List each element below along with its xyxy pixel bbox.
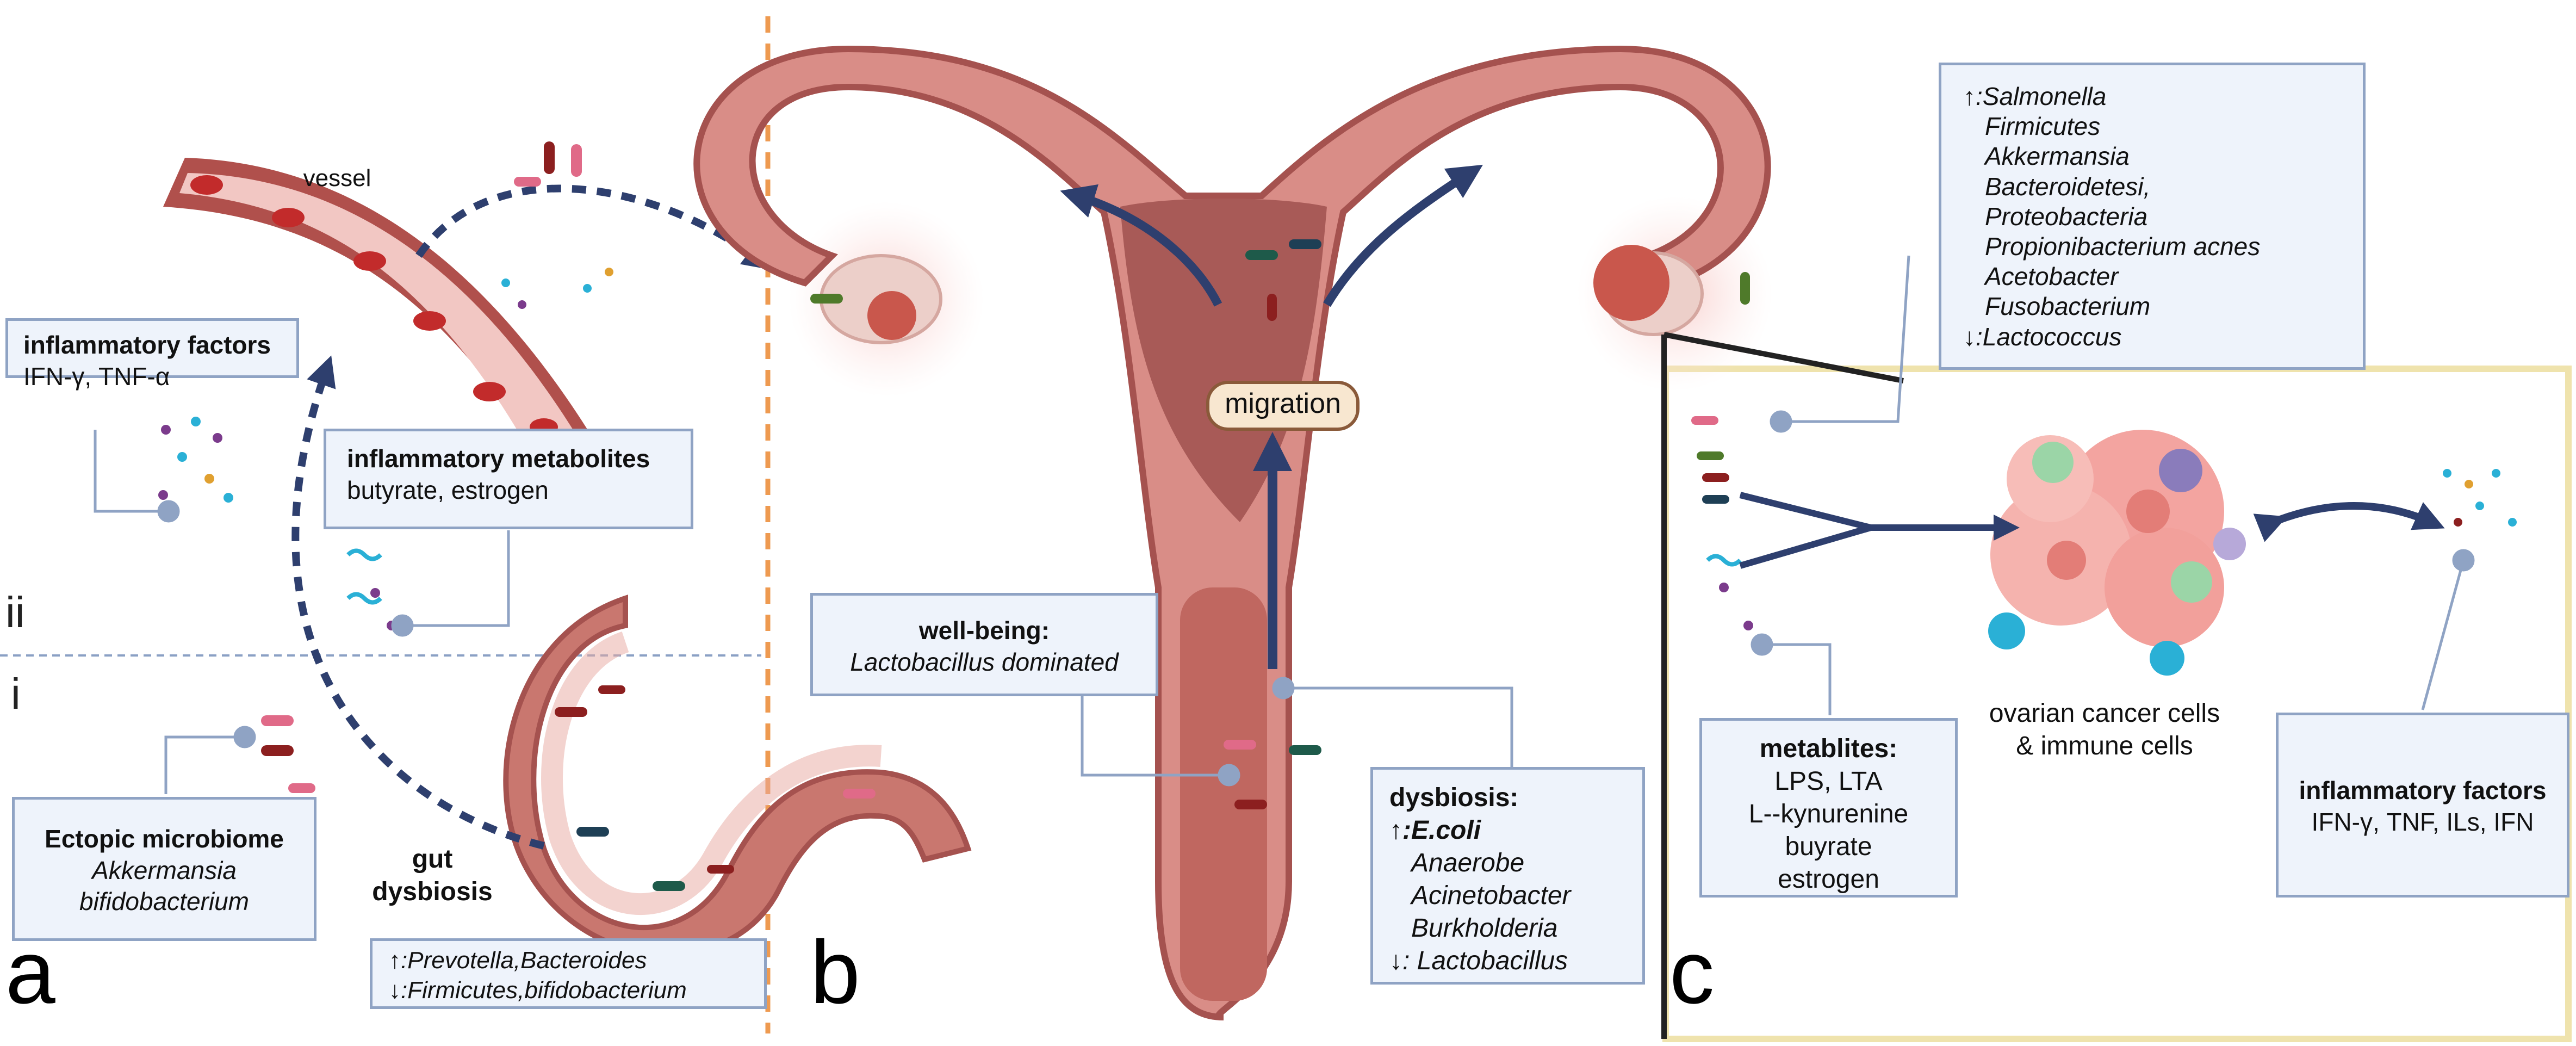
cancer-label-line1: ovarian cancer cells <box>1989 699 2220 728</box>
metablites-buyrate: buyrate <box>1785 832 1872 861</box>
gut-taxa-up: ↑:Prevotella,Bacteroides <box>389 947 647 974</box>
bacteria-a <box>261 141 582 793</box>
bacteria-c <box>1691 416 2517 630</box>
dashed-arrow-to-ovary <box>415 184 774 270</box>
ovary-taxa-up: ↑:Salmonella <box>1963 82 2107 110</box>
metablites-kynurenine: L--kynurenine <box>1748 800 1909 828</box>
inflammatory-metabolites-line: butyrate, estrogen <box>347 475 549 504</box>
zoom-line-2 <box>1663 332 1904 383</box>
ovary-taxa-down: ↓:Lactococcus <box>1963 322 2122 351</box>
ovary-taxa-akkermansia: Akkermansia <box>1985 142 2130 171</box>
ovary-taxa-proteobacteria: Proteobacteria <box>1985 202 2148 231</box>
vessel-label: vessel <box>303 165 371 191</box>
dashed-arrow-up <box>291 355 545 850</box>
ovary-taxa-acetobacter: Acetobacter <box>1985 262 2119 291</box>
dysbiosis-acinetobacter: Acinetobacter <box>1411 881 1571 910</box>
arrow-right-tube <box>1323 164 1483 307</box>
gut-taxa-box: ↑:Prevotella,Bacteroides ↓:Firmicutes,bi… <box>370 938 767 1009</box>
vessel <box>163 158 593 462</box>
arrow-left-tube <box>1060 184 1222 307</box>
dysbiosis-down: ↓: Lactobacillus <box>1389 946 1568 975</box>
dysbiosis-title: dysbiosis: <box>1389 783 1519 812</box>
uterus <box>693 45 1773 1020</box>
ectopic-title: Ectopic microbiome <box>45 825 284 853</box>
inflammatory-factors-box-c: inflammatory factors IFN-γ, TNF, ILs, IF… <box>2276 713 2569 898</box>
gut-label: gut dysbiosis <box>370 843 495 908</box>
gut-label-line1: gut <box>412 845 453 874</box>
connectors <box>94 255 2475 794</box>
level-label-ii: ii <box>5 588 25 636</box>
dysbiosis-up: ↑:E.coli <box>1389 816 1481 845</box>
gut-intestine <box>503 595 972 957</box>
migration-label: migration <box>1206 381 1360 431</box>
panel-label-a: a <box>5 922 55 1022</box>
ectopic-microbiome-box: Ectopic microbiome Akkermansia bifidobac… <box>12 797 316 941</box>
dysbiosis-box: dysbiosis: ↑:E.coli Anaerobe Acinetobact… <box>1370 767 1645 985</box>
metablites-estrogen: estrogen <box>1778 865 1879 894</box>
ovary-taxa-firmicutes: Firmicutes <box>1985 112 2101 141</box>
metablites-box: metablites: LPS, LTA L--kynurenine buyra… <box>1699 718 1958 898</box>
metablites-lps: LPS, LTA <box>1774 767 1883 796</box>
ectopic-line-1: Akkermansia <box>92 856 237 884</box>
inflammatory-metabolites-box: inflammatory metabolites butyrate, estro… <box>324 429 693 529</box>
tumor-cluster <box>1988 430 2246 676</box>
converge-arrow <box>1739 492 2007 569</box>
inflammatory-factors-box-a: inflammatory factors IFN-γ, TNF-α <box>5 318 299 391</box>
dysbiosis-burkholderia: Burkholderia <box>1411 914 1558 943</box>
gut-taxa-down: ↓:Firmicutes,bifidobacterium <box>389 977 687 1004</box>
ovary-taxa-propionibacterium: Propionibacterium acnes <box>1985 232 2261 261</box>
cancer-cells-label: ovarian cancer cells & immune cells <box>1979 697 2230 763</box>
panel-label-b: b <box>810 922 860 1022</box>
inflammatory-metabolites-title: inflammatory metabolites <box>347 444 650 473</box>
double-arrow <box>2253 502 2445 542</box>
well-being-box: well-being: Lactobacillus dominated <box>810 593 1158 696</box>
inflammatory-factors-title: inflammatory factors <box>23 331 271 359</box>
ectopic-line-2: bifidobacterium <box>79 887 249 915</box>
uterus-bacteria <box>810 239 1750 809</box>
inflammatory-factors-line: IFN-γ, TNF-α <box>23 362 170 391</box>
well-being-title: well-being: <box>918 616 1050 645</box>
inflammatory-factors-c-line: IFN-γ, TNF, ILs, IFN <box>2311 807 2534 836</box>
ovary-taxa-box: ↑:Salmonella Firmicutes Akkermansia Bact… <box>1939 63 2366 370</box>
metablites-title: metablites: <box>1759 734 1898 763</box>
gut-label-line2: dysbiosis <box>372 877 493 906</box>
metabolite-dots <box>158 268 613 630</box>
panel-label-c: c <box>1669 922 1715 1022</box>
ovary-taxa-fusobacterium: Fusobacterium <box>1985 292 2151 321</box>
well-being-line: Lactobacillus dominated <box>850 647 1119 676</box>
inflammatory-factors-c-title: inflammatory factors <box>2299 776 2547 804</box>
level-label-i: i <box>11 670 21 718</box>
ovary-taxa-bacteroidetesi: Bacteroidetesi, <box>1985 172 2151 201</box>
cancer-label-line2: & immune cells <box>2016 732 2193 760</box>
dysbiosis-anaerobe: Anaerobe <box>1411 849 1525 877</box>
